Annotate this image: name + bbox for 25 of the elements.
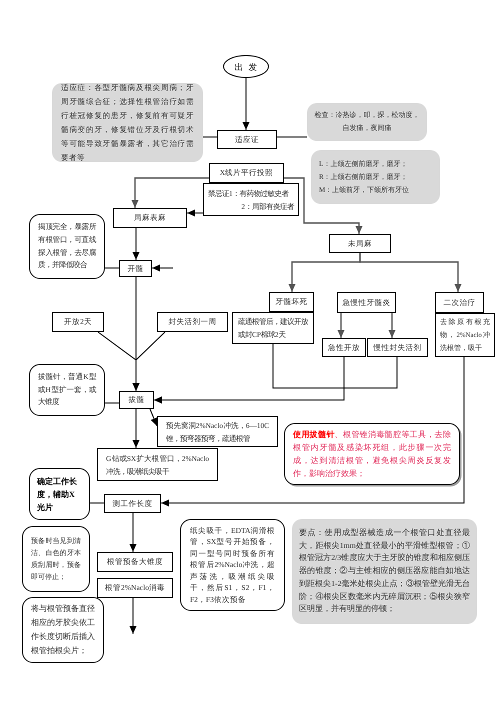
connector-line bbox=[104, 402, 120, 404]
arrow bbox=[132, 177, 209, 208]
arrow bbox=[338, 313, 344, 338]
arrow bbox=[150, 408, 158, 426]
connector-line bbox=[90, 502, 104, 504]
arrow bbox=[132, 332, 166, 392]
arrow bbox=[186, 210, 204, 216]
note-box: 使用拔髓针、根管锉消毒髓腔等工具，去除根管内牙髓及感染坏死组，此步骤一次完成，达到清洁根管，避免根尖周炎反复发作，影响治疗效果； bbox=[284, 423, 460, 485]
arrow bbox=[160, 356, 464, 506]
note-box bbox=[311, 150, 440, 204]
arrow bbox=[154, 356, 398, 404]
arrow bbox=[242, 78, 250, 130]
arrow bbox=[152, 264, 174, 272]
start-ellipse: 出发 bbox=[223, 55, 269, 78]
arrow bbox=[359, 253, 462, 292]
arrow bbox=[132, 408, 140, 448]
connector-line bbox=[202, 136, 218, 138]
arrow bbox=[130, 598, 136, 634]
connector-line bbox=[276, 136, 308, 138]
arrow bbox=[132, 228, 140, 260]
arrow bbox=[388, 313, 396, 338]
arrow bbox=[284, 177, 362, 234]
note-box: 确定工作长度，辅助X光片 bbox=[29, 468, 90, 520]
process-box bbox=[203, 183, 299, 216]
arrow bbox=[130, 512, 136, 552]
